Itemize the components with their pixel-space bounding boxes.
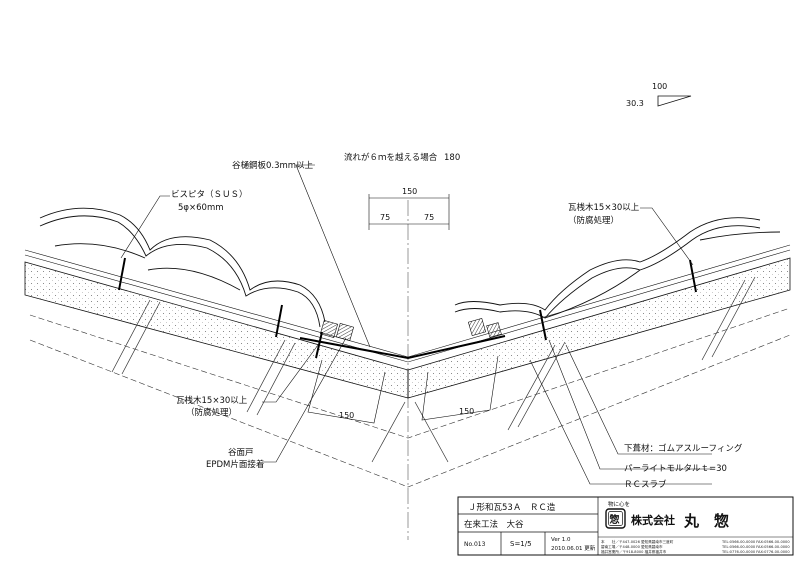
roof-tiles-left bbox=[39, 207, 326, 328]
batten-right bbox=[467, 317, 487, 337]
dim-left-bottom: 150 bbox=[339, 411, 354, 420]
batten-left-label-line2: （防腐処理） bbox=[186, 407, 237, 418]
underlay-label: 下葺材：ゴムアスルーフィング bbox=[624, 443, 743, 454]
dim-total: 150 bbox=[402, 187, 417, 196]
valley-face-label-line2: EPDM片面接着 bbox=[206, 459, 264, 470]
batten-left-label-line1: 瓦桟木15×30以上 bbox=[176, 395, 248, 406]
phone-line-1: TEL:0566-00-0000 FAX:0566-00-0000 bbox=[721, 540, 790, 544]
screw-label-line2: 5φ×60mm bbox=[178, 203, 224, 213]
slab-label: ＲＣスラブ bbox=[624, 479, 667, 490]
rc-slab-right bbox=[407, 257, 791, 399]
top-dimension bbox=[368, 194, 450, 230]
company-name: 株式会社 bbox=[631, 513, 675, 527]
slab-outline bbox=[29, 307, 791, 488]
drawing-title: Ｊ形和瓦53Ａ ＲＣ造 bbox=[468, 502, 556, 513]
leader-lines bbox=[120, 164, 712, 485]
valley-sheet bbox=[299, 335, 506, 360]
address-line-1: 本 社／〒447-0026 愛知県碧南市三度町 bbox=[601, 539, 674, 544]
support-struts bbox=[111, 276, 756, 463]
perlite-label: パーライトモルタルｔ=30 bbox=[624, 464, 727, 474]
valley-face-label-line1: 谷面戸 bbox=[228, 448, 254, 458]
valley-face-right bbox=[486, 322, 502, 338]
valley-face-left bbox=[335, 322, 355, 342]
bottom-dimension-right bbox=[421, 355, 499, 421]
screws bbox=[118, 257, 697, 359]
flow-value: 180 bbox=[444, 153, 460, 163]
drawing-version: Ver 1.0 bbox=[551, 537, 571, 543]
batten-right-label-line1: 瓦桟木15×30以上 bbox=[568, 202, 640, 213]
drawing-scale: S=1/5 bbox=[510, 540, 532, 548]
phone-line-3: TEL:0776-00-0000 FAX:0776-00-0000 bbox=[721, 550, 790, 554]
address-line-2: 碧南工場／〒448-0000 愛知県碧南市 bbox=[601, 544, 663, 549]
slope-indicator: 100 30.3 bbox=[626, 82, 692, 108]
construction-method: 在来工法 大谷 bbox=[464, 519, 524, 530]
batten-left bbox=[319, 319, 339, 339]
drawing-date: 2010.06.01 更新 bbox=[551, 544, 596, 552]
company-logo: 惣 bbox=[605, 508, 626, 529]
dim-right-half: 75 bbox=[424, 213, 434, 222]
address-line-3: 福井営業所／〒918-8000 福井県福井市 bbox=[601, 549, 667, 554]
slope-rise-label: 30.3 bbox=[626, 99, 644, 108]
flow-note: 流れが６ｍを越える場合 bbox=[344, 152, 438, 163]
dim-left-half: 75 bbox=[380, 213, 390, 222]
screw-label-line1: ビスピタ（ＳＵＳ） bbox=[171, 189, 248, 200]
roof-tiles-right bbox=[454, 217, 781, 319]
logo-glyph: 惣 bbox=[610, 513, 620, 526]
valley-sheet-label: 谷樋鋼板0.3mm以上 bbox=[232, 160, 314, 171]
slope-run-label: 100 bbox=[652, 82, 667, 91]
bottom-dimension-left bbox=[307, 359, 386, 424]
dim-right-bottom: 150 bbox=[459, 407, 474, 416]
company-brand: 丸 惣 bbox=[683, 512, 729, 530]
company-slogan: 物に心を bbox=[608, 500, 630, 508]
drawing-number: No.013 bbox=[464, 541, 486, 548]
phone-line-2: TEL:0566-00-0000 FAX:0566-00-0000 bbox=[721, 545, 790, 549]
batten-right-label-line2: （防腐処理） bbox=[568, 215, 619, 226]
